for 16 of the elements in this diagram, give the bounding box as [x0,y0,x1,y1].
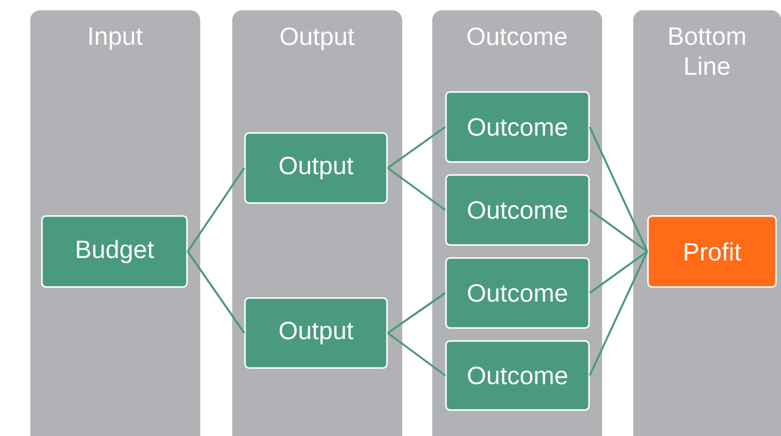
process-box: Output [244,132,388,204]
process-box: Outcome [445,257,590,329]
connector-line [186,167,246,252]
connector-line [387,126,446,169]
process-box: Output [244,297,388,369]
process-box: Budget [41,215,188,288]
connector-line [387,167,446,211]
connector-line [589,250,648,294]
connector-line [387,332,446,376]
connector-line [186,250,246,334]
connector-line [588,126,648,252]
process-box: Outcome [445,174,590,246]
process-box: Outcome [445,91,590,163]
process-box: Profit [647,215,777,288]
process-box: Outcome [445,340,590,411]
connector-line [588,251,648,376]
